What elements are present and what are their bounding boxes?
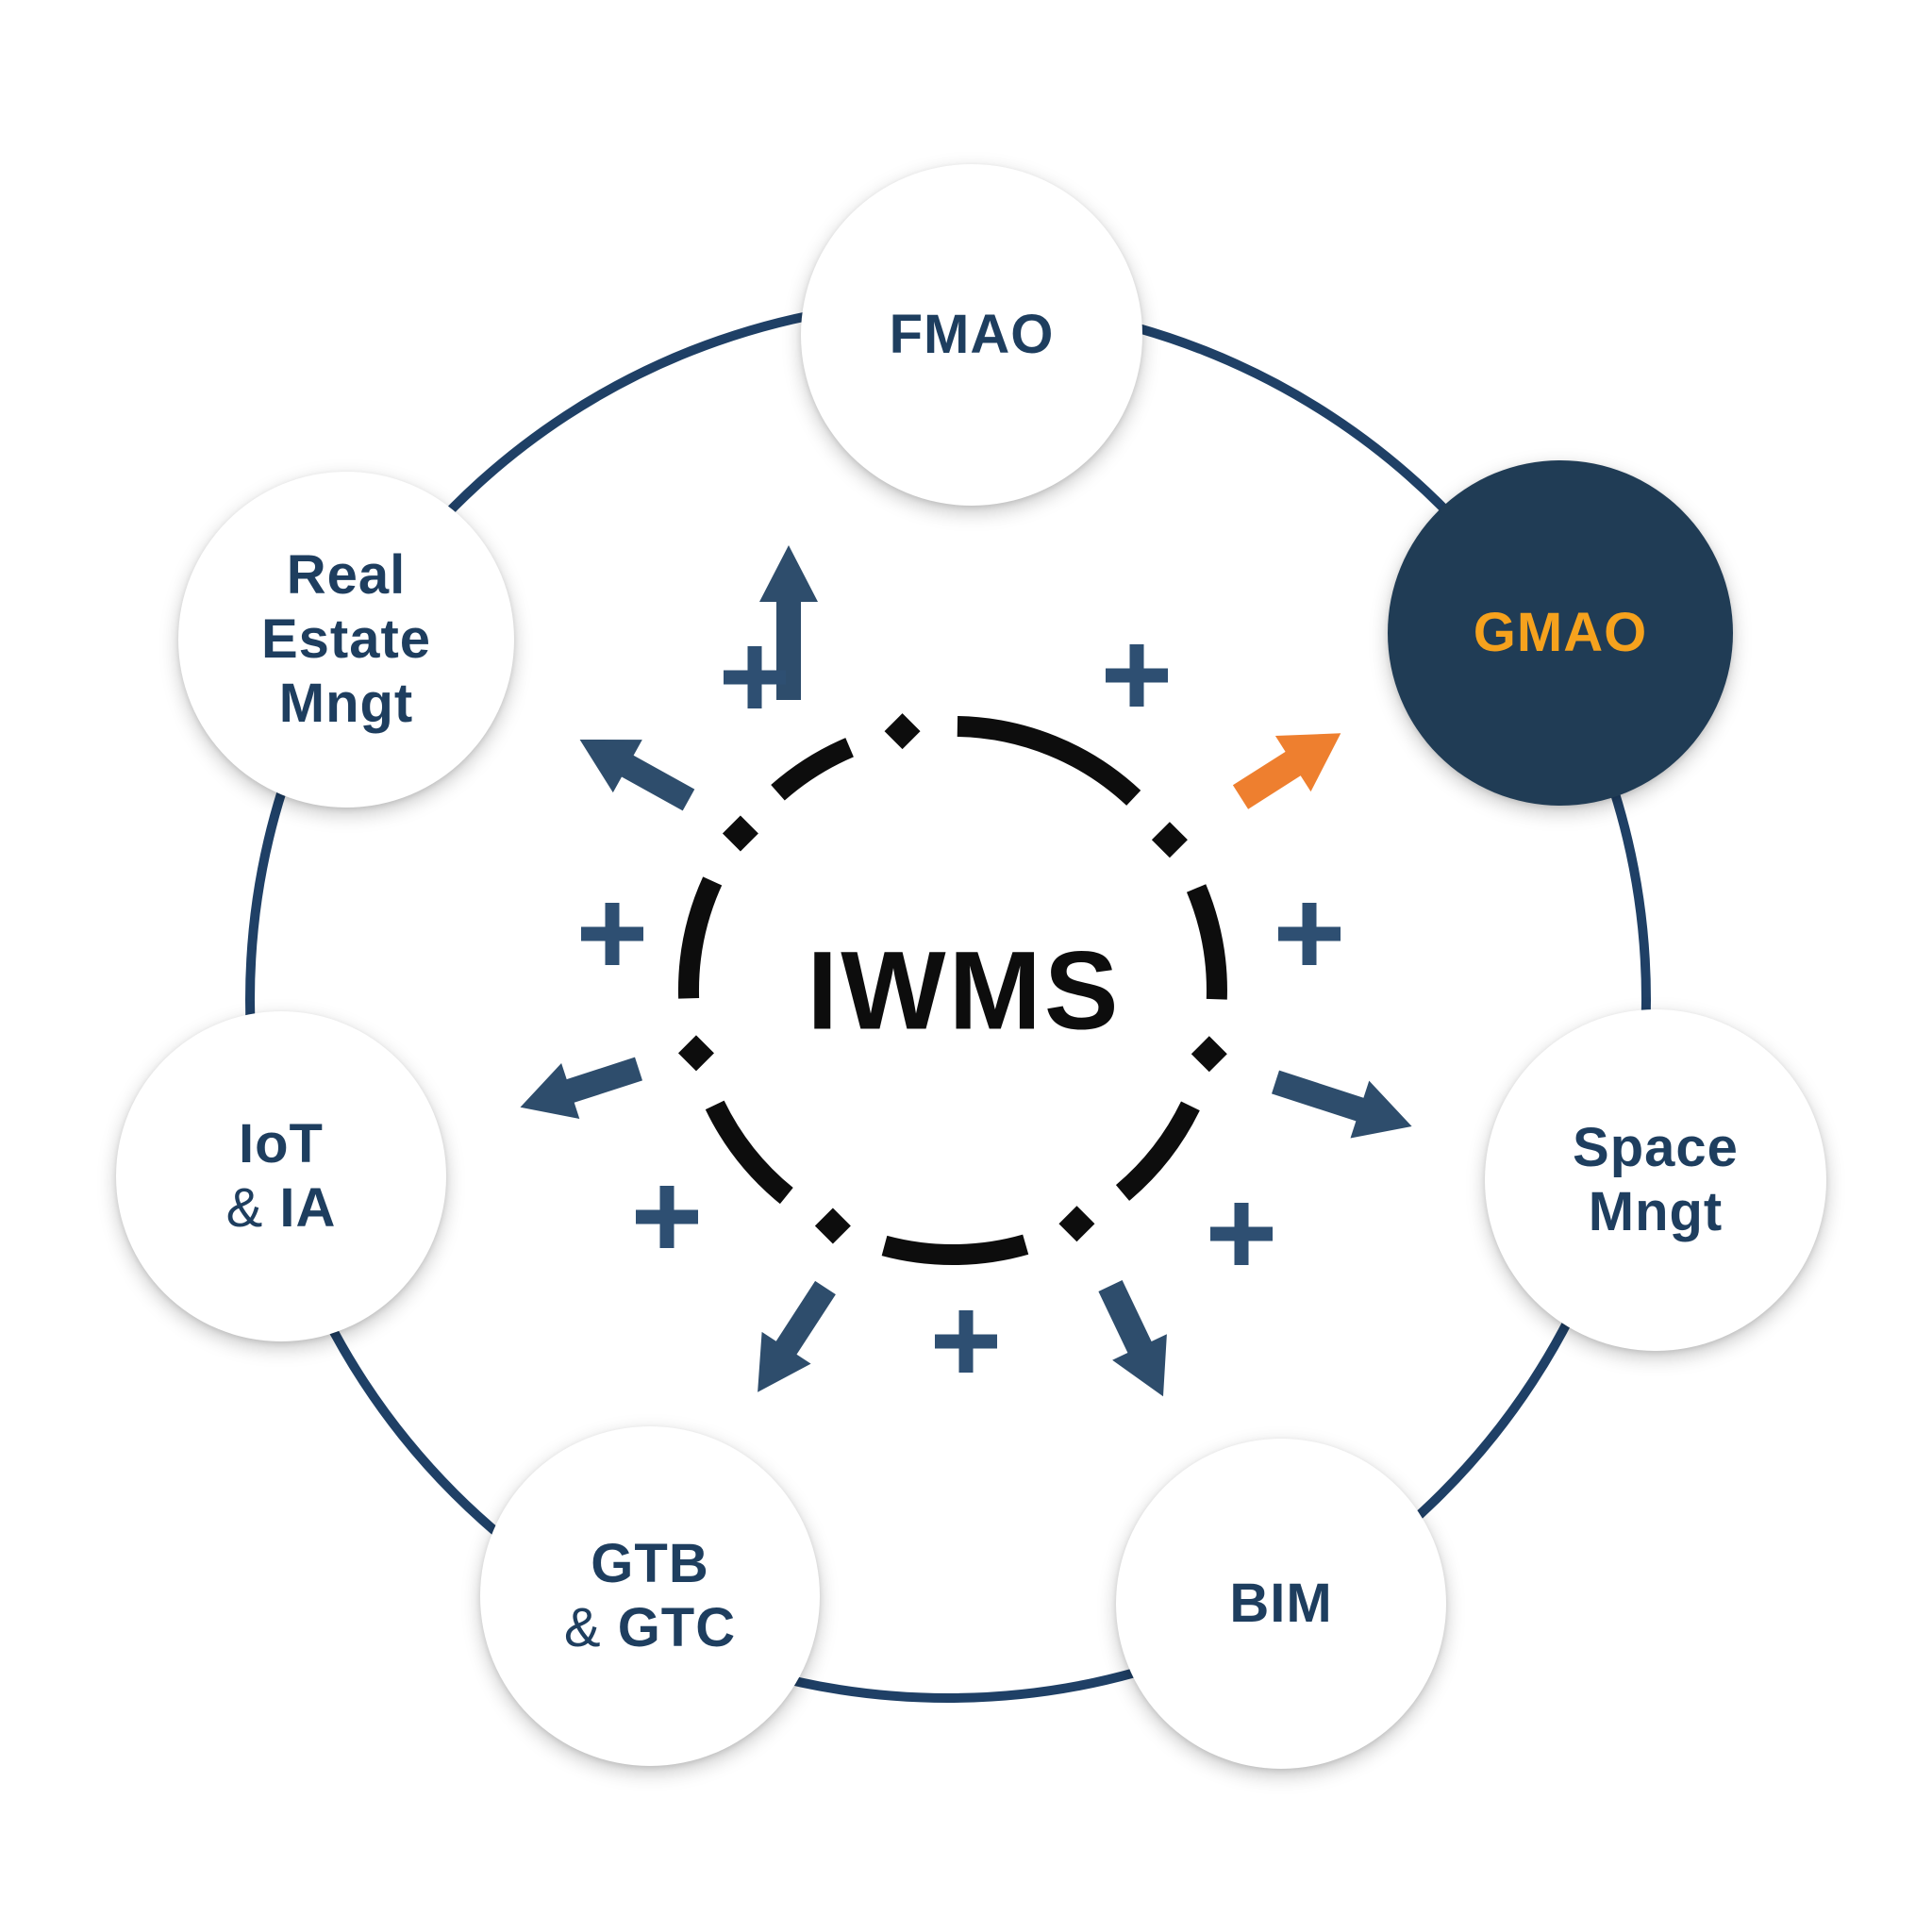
arrow-to-iot-ia <box>520 1057 642 1119</box>
iwms-dashed-ring-arc <box>771 738 855 801</box>
node-iot-label-line1: IoT <box>239 1113 324 1174</box>
node-fmao: FMAO <box>801 164 1142 506</box>
node-fmao-label: FMAO <box>889 304 1055 365</box>
iwms-dashed-ring-dot <box>1058 1206 1095 1242</box>
iwms-dashed-ring-arc <box>678 876 723 999</box>
node-iot-ia: IoT & IA <box>116 1011 446 1341</box>
iwms-dashed-ring-arc <box>957 716 1141 806</box>
node-gmao-label: GMAO <box>1473 602 1648 663</box>
ampersand: & <box>225 1177 264 1239</box>
iwms-dashed-ring-arc <box>881 1234 1029 1266</box>
arrow-to-gmao-highlight <box>1232 733 1341 809</box>
node-gmao: GMAO <box>1388 460 1733 806</box>
node-iot-ia-text: IA <box>279 1177 337 1239</box>
plus-icon <box>636 1186 698 1248</box>
plus-icon <box>1106 644 1168 707</box>
plus-icon <box>724 646 786 708</box>
node-space-mngt: Space Mngt <box>1485 1009 1826 1351</box>
arrow-to-gtb-gtc <box>758 1280 836 1392</box>
iwms-dashed-ring-dot <box>884 713 921 750</box>
iwms-dashed-ring-arc <box>1115 1101 1200 1201</box>
node-space-label-line2: Mngt <box>1588 1181 1724 1242</box>
iwms-dashed-ring-arc <box>1186 884 1227 1000</box>
iwms-dashed-ring-arc <box>705 1100 793 1205</box>
arrow-to-bim <box>1098 1280 1167 1397</box>
node-bim-label: BIM <box>1229 1573 1333 1634</box>
node-re-label-line1: Real <box>286 544 407 606</box>
node-real-estate-mngt: Real Estate Mngt <box>178 472 514 808</box>
node-gtb-label-line2: & GTC <box>564 1596 736 1660</box>
center-iwms-label: IWMS <box>807 928 1122 1054</box>
iwms-dashed-ring-dot <box>814 1208 851 1244</box>
arrow-to-real-estate-mngt <box>579 740 695 811</box>
iwms-dashed-ring-dot <box>1191 1036 1227 1073</box>
node-re-label-line2: Estate <box>260 608 432 670</box>
plus-icon <box>1278 903 1341 965</box>
node-gtb-label-line1: GTB <box>591 1533 709 1594</box>
node-gtb-gtc-text: GTC <box>617 1597 737 1658</box>
plus-icon <box>1210 1203 1273 1265</box>
node-gtb-gtc: GTB & GTC <box>480 1426 820 1766</box>
node-gtb-label-line2-text <box>602 1597 618 1658</box>
plus-icon <box>935 1310 997 1373</box>
iwms-dashed-ring-dot <box>1151 822 1188 858</box>
iwms-dashed-ring-dot <box>677 1035 714 1072</box>
node-iot-label-line2: & IA <box>226 1176 337 1241</box>
ampersand: & <box>563 1597 602 1658</box>
arrow-to-space-mngt <box>1272 1070 1412 1139</box>
arrow-to-fmao <box>759 545 818 700</box>
node-space-label-line1: Space <box>1573 1117 1739 1178</box>
node-iot-label-line2-text <box>263 1177 279 1239</box>
iwms-dashed-ring-dot <box>722 815 758 852</box>
node-re-label-line3: Mngt <box>278 673 414 734</box>
node-bim: BIM <box>1116 1439 1446 1769</box>
plus-icon <box>581 903 643 965</box>
